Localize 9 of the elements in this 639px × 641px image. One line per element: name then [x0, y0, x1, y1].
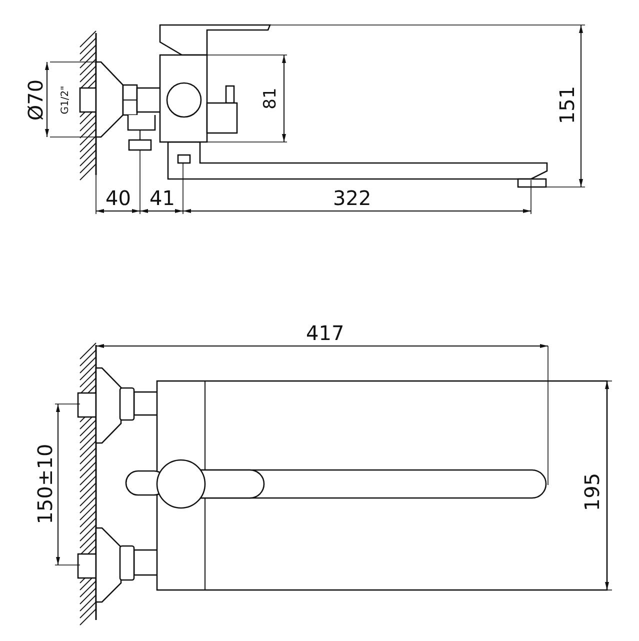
dimension-label: 150±10 [35, 444, 56, 524]
dimension-label: 417 [306, 323, 344, 343]
dimension-label: 151 [557, 86, 578, 124]
dimension-label: Ø70 [25, 79, 46, 121]
dimension-label: 195 [582, 472, 602, 512]
dimension-label: 41 [150, 188, 175, 208]
dimension-label: 322 [333, 188, 372, 208]
dimension-label: 40 [106, 188, 131, 208]
dimension-label: G1/2" [61, 86, 72, 114]
